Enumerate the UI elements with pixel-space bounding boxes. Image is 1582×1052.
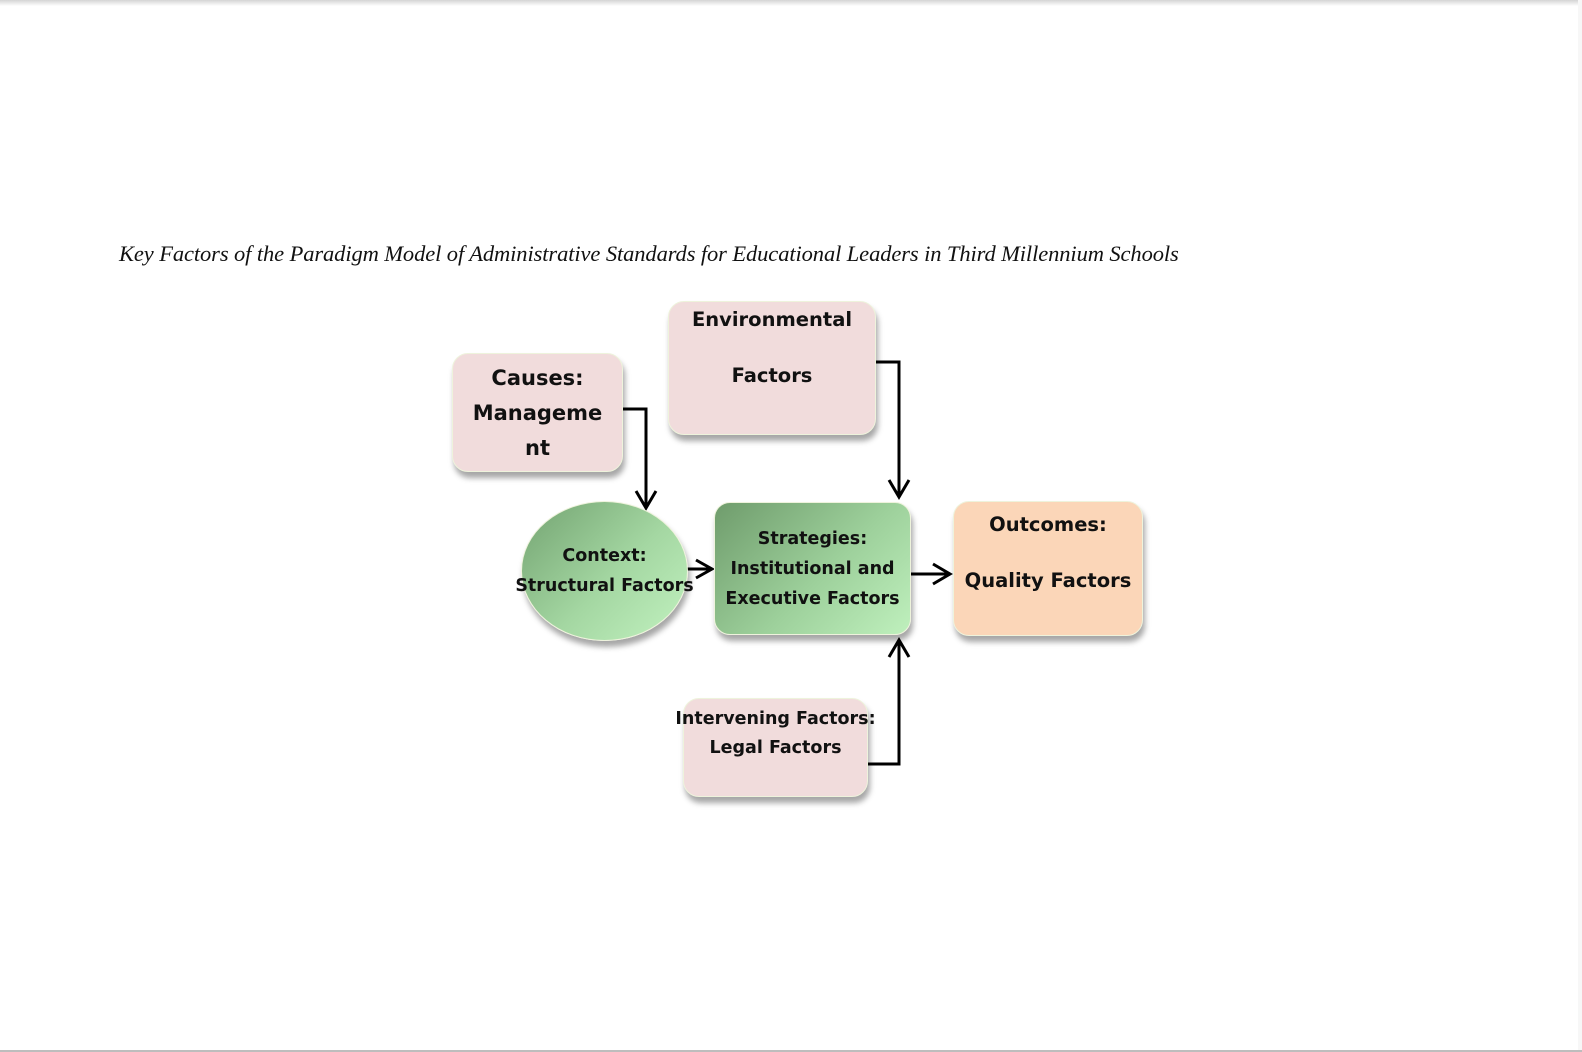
node-label-line: Environmental	[691, 308, 853, 331]
node-causes-management: Causes: Manageme nt	[452, 353, 623, 472]
node-label-line: Executive Factors	[725, 588, 900, 609]
page-right-edge	[1578, 0, 1582, 1052]
arrowhead-environmental-to-strategies	[887, 479, 911, 500]
edge-causes-to-context	[620, 407, 648, 508]
arrowhead-context-to-strategies	[695, 558, 716, 580]
node-strategies-institutional-executive: Strategies: Institutional and Executive …	[714, 502, 911, 635]
node-label-line: Factors	[731, 364, 813, 387]
node-intervening-legal-factors: Intervening Factors: Legal Factors	[675, 698, 876, 797]
node-environmental-factors: Environmental Factors	[668, 301, 876, 435]
node-label-line: Intervening Factors:	[675, 709, 876, 729]
edge-intervening-to-strategies	[866, 640, 901, 766]
edge-environmental-to-strategies	[876, 360, 901, 497]
arrowhead-strategies-to-outcomes	[932, 562, 953, 586]
arrowhead-causes-to-context	[634, 490, 658, 511]
node-label-line: Legal Factors	[709, 738, 842, 758]
arrowhead-intervening-to-strategies	[887, 637, 911, 658]
node-context-structural-factors: Context: Structural Factors	[515, 501, 694, 641]
node-label-line: Manageme	[472, 401, 603, 425]
page-bottom-edge	[0, 1050, 1582, 1052]
page-top-edge	[0, 0, 1582, 6]
node-label-line: Structural Factors	[515, 576, 694, 596]
node-label-line: Strategies:	[757, 528, 868, 549]
figure-caption: Key Factors of the Paradigm Model of Adm…	[119, 241, 1179, 266]
node-outcomes-quality-factors: Outcomes: Quality Factors	[953, 501, 1143, 636]
node-label-line: Quality Factors	[964, 569, 1132, 592]
node-label-line: Outcomes:	[989, 513, 1107, 536]
node-label-line: Causes:	[491, 366, 584, 390]
node-label-line: Context:	[562, 546, 647, 566]
node-label-line: nt	[525, 436, 550, 460]
node-label-line: Institutional and	[730, 558, 895, 579]
